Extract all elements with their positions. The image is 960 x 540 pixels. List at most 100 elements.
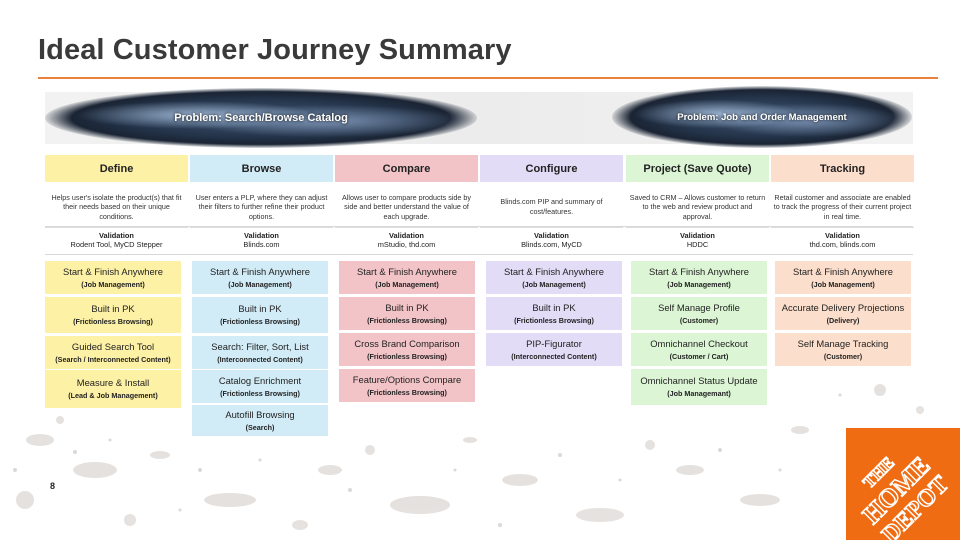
card-define-start-finish: Start & Finish Anywhere (Job Management) [45, 261, 181, 294]
column-validation-define: Validation Rodent Tool, MyCD Stepper [45, 227, 188, 259]
validation-label: Validation [680, 231, 715, 240]
validation-value: Blinds.com [243, 240, 280, 250]
card-title: Autofill Browsing [225, 408, 295, 420]
card-subtitle: (Job Management) [375, 279, 439, 289]
card-tracking-start-finish: Start & Finish Anywhere (Job Management) [775, 261, 911, 294]
row-divider-bottom [45, 254, 913, 255]
card-browse-autofill: Autofill Browsing (Search) [192, 405, 328, 436]
card-title: Built in PK [385, 301, 429, 313]
column-validation-browse: Validation Blinds.com [190, 227, 333, 259]
card-title: Catalog Enrichment [218, 374, 302, 386]
card-title: Built in PK [532, 301, 576, 313]
card-title: Start & Finish Anywhere [209, 265, 311, 277]
column-description-define: Helps user's isolate the product(s) that… [51, 192, 182, 221]
card-compare-cross-brand: Cross Brand Comparison (Frictionless Bro… [339, 333, 475, 366]
validation-value: HDDC [686, 240, 709, 250]
card-subtitle: (Job Managemant) [667, 389, 731, 398]
column-configure: Configure Blinds.com PIP and summary of … [480, 155, 623, 259]
card-title: Start & Finish Anywhere [356, 265, 458, 277]
card-subtitle: (Interconnected Content) [217, 354, 303, 364]
card-subtitle: (Job Management) [228, 279, 292, 289]
card-subtitle: (Search) [245, 422, 275, 432]
card-subtitle: (Customer / Cart) [669, 351, 729, 361]
validation-label: Validation [389, 231, 424, 240]
card-configure-built-in-pk: Built in PK (Frictionless Browsing) [486, 297, 622, 330]
validation-value: mStudio, thd.com [377, 240, 436, 250]
card-title: PIP-Figurator [526, 337, 582, 349]
problem-label-search-browse: Problem: Search/Browse Catalog [174, 112, 348, 124]
card-title: Start & Finish Anywhere [648, 265, 750, 277]
card-project-start-finish: Start & Finish Anywhere (Job Management) [631, 261, 767, 294]
validation-label: Validation [534, 231, 569, 240]
card-define-guided-search: Guided Search Tool (Search / Interconnec… [45, 336, 181, 369]
card-subtitle: (Job Management) [811, 279, 875, 289]
validation-value: Blinds.com, MyCD [521, 240, 582, 250]
card-title: Search: Filter, Sort, List [211, 340, 309, 352]
card-subtitle: (Delivery) [826, 315, 860, 325]
card-subtitle: (Frictionless Browsing) [367, 351, 447, 361]
validation-label: Validation [825, 231, 860, 240]
card-project-self-manage-profile: Self Manage Profile (Customer) [631, 297, 767, 330]
card-subtitle: (Frictionless Browsing) [367, 315, 447, 325]
card-compare-feature-options: Feature/Options Compare (Frictionless Br… [339, 369, 475, 402]
card-title: Measure & Install [76, 377, 150, 388]
card-title: Omnichannel Checkout [650, 337, 748, 349]
validation-value: Rodent Tool, MyCD Stepper [70, 240, 163, 250]
column-header-configure: Configure [480, 155, 623, 182]
problem-banner-search-browse: Problem: Search/Browse Catalog [45, 88, 477, 148]
card-subtitle: (Job Management) [667, 279, 731, 289]
card-subtitle: (Frictionless Browsing) [220, 317, 300, 326]
column-validation-configure: Validation Blinds.com, MyCD [480, 227, 623, 259]
home-depot-logo: THE HOME DEPOT [846, 428, 960, 540]
column-validation-project: Validation HDDC [626, 227, 769, 259]
card-compare-built-in-pk: Built in PK (Frictionless Browsing) [339, 297, 475, 330]
card-browse-built-in-pk: Built in PK (Frictionless Browsing) [192, 297, 328, 333]
card-title: Built in PK [238, 303, 282, 314]
column-description-tracking: Retail customer and associate are enable… [773, 192, 912, 221]
problem-label-job-order: Problem: Job and Order Management [677, 111, 847, 123]
column-browse: Browse User enters a PLP, where they can… [190, 155, 333, 259]
card-subtitle: (Lead & Job Management) [68, 391, 158, 400]
card-title: Omnichannel Status Update [640, 375, 758, 386]
card-subtitle: (Frictionless Browsing) [73, 317, 153, 326]
card-subtitle: (Frictionless Browsing) [220, 388, 300, 398]
card-title: Start & Finish Anywhere [62, 265, 164, 277]
column-define: Define Helps user's isolate the product(… [45, 155, 188, 259]
title-underline [38, 77, 938, 79]
column-header-tracking: Tracking [771, 155, 914, 182]
card-title: Self Manage Tracking [797, 337, 889, 349]
validation-label: Validation [99, 231, 134, 240]
card-subtitle: (Job Management) [81, 279, 145, 289]
column-header-define: Define [45, 155, 188, 182]
column-description-browse: User enters a PLP, where they can adjust… [195, 192, 328, 221]
card-title: Accurate Delivery Projections [781, 301, 905, 313]
card-subtitle: (Job Management) [522, 279, 586, 289]
card-title: Feature/Options Compare [352, 373, 462, 385]
column-validation-compare: Validation mStudio, thd.com [335, 227, 478, 259]
card-subtitle: (Search / Interconnected Content) [55, 354, 171, 364]
column-description-configure: Blinds.com PIP and summary of cost/featu… [500, 197, 603, 216]
card-browse-catalog-enrichment: Catalog Enrichment (Frictionless Browsin… [192, 370, 328, 403]
card-project-omnichannel-status: Omnichannel Status Update (Job Manageman… [631, 369, 767, 405]
card-subtitle: (Customer) [679, 315, 719, 325]
column-compare: Compare Allows user to compare products … [335, 155, 478, 259]
column-description-project: Saved to CRM – Allows customer to return… [629, 192, 766, 221]
card-title: Start & Finish Anywhere [792, 265, 894, 277]
card-title: Cross Brand Comparison [354, 337, 460, 349]
validation-value: thd.com, blinds.com [809, 240, 876, 250]
card-browse-start-finish: Start & Finish Anywhere (Job Management) [192, 261, 328, 294]
column-project: Project (Save Quote) Saved to CRM – Allo… [626, 155, 769, 259]
card-configure-start-finish: Start & Finish Anywhere (Job Management) [486, 261, 622, 294]
card-tracking-self-manage: Self Manage Tracking (Customer) [775, 333, 911, 366]
card-project-omnichannel-checkout: Omnichannel Checkout (Customer / Cart) [631, 333, 767, 366]
column-description-compare: Allows user to compare products side by … [341, 192, 472, 221]
column-header-browse: Browse [190, 155, 333, 182]
card-define-built-in-pk: Built in PK (Frictionless Browsing) [45, 297, 181, 333]
row-divider-top [45, 226, 913, 227]
column-header-project: Project (Save Quote) [626, 155, 769, 182]
card-tracking-delivery-projections: Accurate Delivery Projections (Delivery) [775, 297, 911, 330]
card-browse-search-filter: Search: Filter, Sort, List (Interconnect… [192, 336, 328, 369]
column-header-compare: Compare [335, 155, 478, 182]
page-title: Ideal Customer Journey Summary [38, 34, 512, 66]
card-subtitle: (Customer) [823, 351, 863, 361]
